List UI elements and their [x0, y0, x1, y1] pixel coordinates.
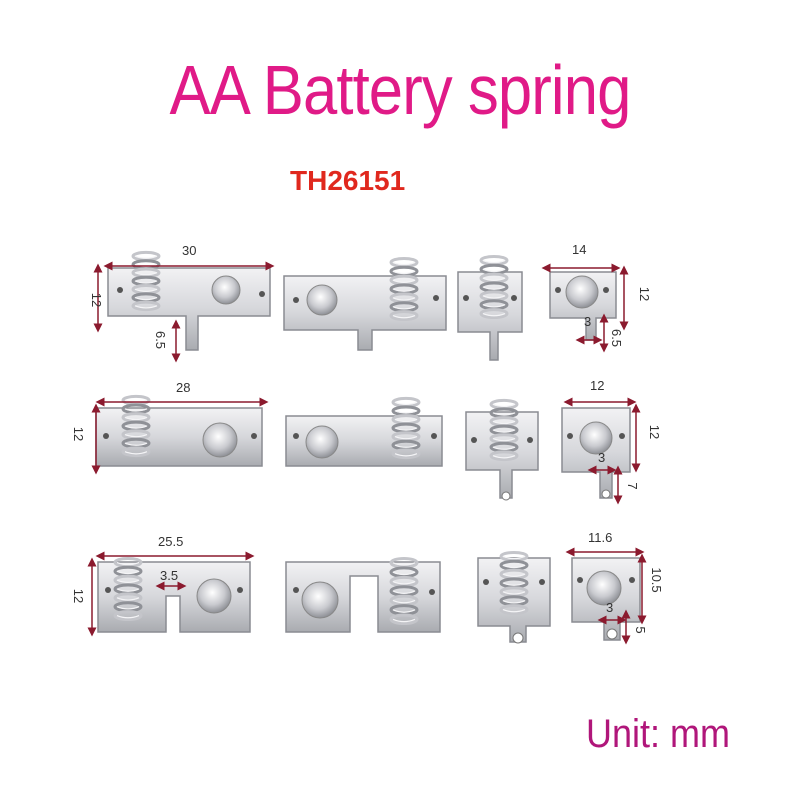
dim-width-row3: 25.5: [158, 534, 183, 549]
dim-small-width-row3: 11.6: [588, 530, 612, 545]
dim-small-tab-row3: 5: [633, 626, 648, 633]
dim-small-tab-row1: 6.5: [609, 329, 624, 347]
dim-height-row1: 12: [89, 293, 104, 307]
dim-width-row2: 28: [176, 380, 190, 395]
dim-height-row2: 12: [71, 427, 86, 441]
dim-small-tab-width-row3: 3: [606, 600, 613, 615]
dim-small-width-row1: 14: [572, 242, 586, 257]
dim-small-height-row1: 12: [637, 287, 652, 301]
dim-slot-row3: 3.5: [160, 568, 178, 583]
spring-icon: [389, 556, 419, 626]
plate-row3-a: [97, 556, 251, 633]
plate-row2-c: [465, 398, 539, 501]
spring-icon: [489, 398, 519, 462]
dimension-labels: 30 12 6.5 14 12 3 6.5 28 12 12 12 3 7 25…: [71, 242, 664, 634]
dim-small-height-row3: 10.5: [649, 567, 664, 592]
plate-row2-b: [285, 396, 443, 467]
dim-width-row1: 30: [182, 243, 196, 258]
plate-row1-c: [457, 254, 523, 361]
dim-small-tab-width-row2: 3: [598, 450, 605, 465]
dim-small-height-row2: 12: [647, 425, 662, 439]
plate-row3-b: [285, 556, 441, 633]
unit-label: Unit: mm: [586, 712, 730, 756]
model-number: TH26151: [290, 165, 406, 196]
plate-row1-d: [549, 271, 617, 341]
dim-height-row3: 12: [71, 589, 86, 603]
dim-small-width-row2: 12: [590, 378, 604, 393]
page-title: AA Battery spring: [169, 51, 632, 129]
spring-icon: [113, 556, 143, 622]
spring-icon: [389, 256, 419, 322]
spring-icon: [479, 254, 509, 320]
plate-row1-a: [107, 250, 271, 351]
dim-small-tab-row2: 7: [625, 482, 640, 489]
plate-row3-c: [477, 550, 551, 644]
plate-row3-d: [571, 557, 641, 641]
dim-small-tab-width-row1: 3: [584, 314, 591, 329]
spring-icon: [391, 396, 421, 460]
spring-icon: [121, 394, 151, 458]
plate-row1-b: [283, 256, 447, 351]
plate-row2-d: [561, 407, 631, 499]
spring-icon: [499, 550, 529, 616]
dim-tab-row1: 6.5: [153, 331, 168, 349]
plate-row2-a: [95, 394, 263, 467]
